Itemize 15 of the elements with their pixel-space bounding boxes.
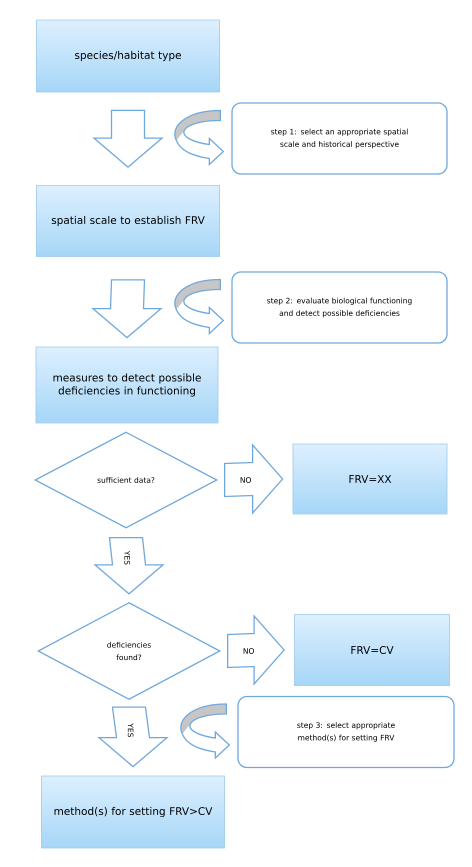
curved-arrow xyxy=(174,278,224,334)
process-box: spatial scale to establish FRV xyxy=(36,185,220,257)
block-arrow xyxy=(97,706,169,768)
process-box: measures to detect possible deficiencies in functioning xyxy=(36,346,218,424)
curved-arrow xyxy=(174,110,224,166)
block-arrow xyxy=(93,537,165,595)
block-arrow xyxy=(224,443,284,515)
process-box: method(s) for setting FRV>CV xyxy=(41,776,225,848)
block-arrow xyxy=(227,614,285,686)
block-arrow xyxy=(91,279,163,338)
process-box: species/habitat type xyxy=(36,20,220,92)
process-box: FRV=CV xyxy=(294,614,450,686)
process-box: FRV=XX xyxy=(292,444,448,514)
curved-arrow xyxy=(180,703,230,759)
block-arrow xyxy=(92,110,164,168)
